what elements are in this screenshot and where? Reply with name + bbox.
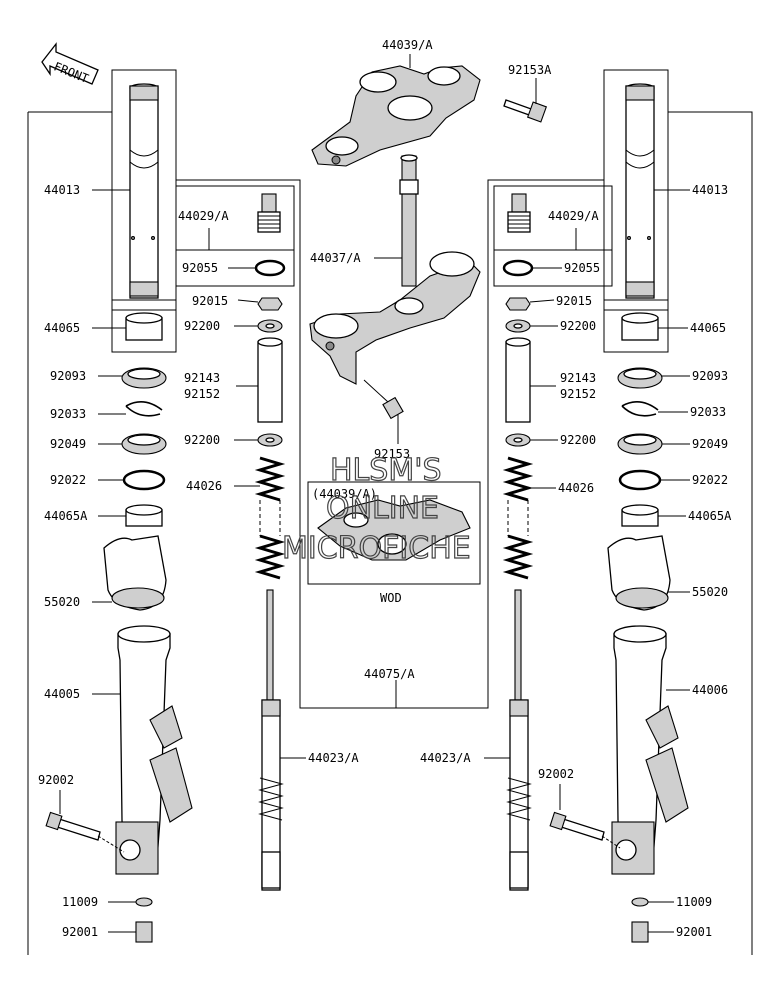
label-92093-left: 92093 bbox=[50, 369, 86, 383]
label-92055-right: 92055 bbox=[564, 261, 600, 275]
label-92002-left: 92002 bbox=[38, 773, 74, 787]
label-92093-right: 92093 bbox=[692, 369, 728, 383]
label-92200a-right: 92200 bbox=[560, 319, 596, 333]
bushing-44065a-left bbox=[125, 504, 163, 527]
label-92200b-left: 92200 bbox=[184, 433, 220, 447]
nut-92015-left bbox=[257, 297, 283, 311]
label-92001-left: 92001 bbox=[62, 925, 98, 939]
spacer-left bbox=[257, 337, 283, 423]
label-44075a: 44075/A bbox=[364, 667, 415, 681]
label-92143-right: 92143 bbox=[560, 371, 596, 385]
label-44065a-right: 44065A bbox=[688, 509, 732, 523]
label-44029a-left: 44029/A bbox=[178, 209, 229, 223]
label-44039a: 44039/A bbox=[382, 38, 433, 52]
bolt-92002-right bbox=[549, 811, 621, 849]
front-arrow-icon: FRONT bbox=[41, 42, 99, 86]
guard-55020-right bbox=[607, 535, 671, 611]
label-11009-left: 11009 bbox=[62, 895, 98, 909]
label-92200b-right: 92200 bbox=[560, 433, 596, 447]
label-92152-right: 92152 bbox=[560, 387, 596, 401]
label-92001-right: 92001 bbox=[676, 925, 712, 939]
clip-92033-right bbox=[621, 401, 659, 417]
label-44013-right: 44013 bbox=[692, 183, 728, 197]
spring-right bbox=[502, 456, 534, 580]
bolt-92153 bbox=[363, 379, 404, 420]
label-44006: 44006 bbox=[692, 683, 728, 697]
label-92022-right: 92022 bbox=[692, 473, 728, 487]
bolt-92001-right bbox=[631, 921, 649, 943]
label-92015-right: 92015 bbox=[556, 294, 592, 308]
watermark-line-3: MICROFICHE bbox=[282, 531, 471, 566]
watermark-line-2: ONLINE bbox=[326, 491, 439, 526]
spring-left bbox=[254, 456, 286, 580]
part-labels: 44039/A 92153A 44013 44013 44029/A 44029… bbox=[38, 38, 732, 939]
leader-lines bbox=[59, 54, 690, 933]
label-44065a-left: 44065A bbox=[44, 509, 88, 523]
label-92015-left: 92015 bbox=[192, 294, 228, 308]
nut-92015-right bbox=[505, 297, 531, 311]
watermark-line-1: HLSM'S bbox=[330, 453, 442, 488]
label-44065-left: 44065 bbox=[44, 321, 80, 335]
damper-right bbox=[506, 589, 532, 891]
label-92152-left: 92152 bbox=[184, 387, 220, 401]
label-44029a-right: 44029/A bbox=[548, 209, 599, 223]
bolt-92001-left bbox=[135, 921, 153, 943]
label-44065-right: 44065 bbox=[690, 321, 726, 335]
washer-11009-right bbox=[631, 897, 649, 907]
bushing-44065a-right bbox=[621, 504, 659, 527]
label-44023a-left: 44023/A bbox=[308, 751, 359, 765]
label-92143-left: 92143 bbox=[184, 371, 220, 385]
ring-92022-left bbox=[122, 469, 166, 491]
label-44026-left: 44026 bbox=[186, 479, 222, 493]
oil-seal-92093-right bbox=[617, 367, 663, 389]
label-92153a: 92153A bbox=[508, 63, 552, 77]
label-44026-right: 44026 bbox=[558, 481, 594, 495]
bolt-92153a bbox=[503, 99, 548, 123]
label-92049-right: 92049 bbox=[692, 437, 728, 451]
label-wod: WOD bbox=[380, 591, 402, 605]
cap-bolt-right bbox=[502, 193, 534, 277]
label-44039a-paren: (44039/A) bbox=[312, 487, 377, 501]
fork-tube-right bbox=[625, 83, 655, 299]
ring-92022-right bbox=[618, 469, 662, 491]
bushing-44065-left bbox=[125, 312, 163, 341]
fork-tube-left bbox=[129, 83, 159, 299]
outer-tube-44005 bbox=[115, 625, 193, 875]
label-44005: 44005 bbox=[44, 687, 80, 701]
washer-92049-right bbox=[617, 433, 663, 455]
bushing-44065-right bbox=[621, 312, 659, 341]
label-92002-right: 92002 bbox=[538, 767, 574, 781]
clip-92033-left bbox=[125, 401, 163, 417]
steering-stem bbox=[309, 154, 481, 385]
label-44023a-right: 44023/A bbox=[420, 751, 471, 765]
washer-92049-left bbox=[121, 433, 167, 455]
oil-seal-92093-left bbox=[121, 367, 167, 389]
label-92049-left: 92049 bbox=[50, 437, 86, 451]
label-92022-left: 92022 bbox=[50, 473, 86, 487]
label-55020-left: 55020 bbox=[44, 595, 80, 609]
label-92033-left: 92033 bbox=[50, 407, 86, 421]
upper-triple-clamp bbox=[311, 65, 481, 167]
label-92033-right: 92033 bbox=[690, 405, 726, 419]
label-92055-left: 92055 bbox=[182, 261, 218, 275]
guard-55020-left bbox=[103, 535, 167, 611]
callout-frames bbox=[27, 69, 753, 955]
cap-bolt-left bbox=[254, 193, 286, 277]
damper-left bbox=[258, 589, 284, 891]
label-92200a-left: 92200 bbox=[184, 319, 220, 333]
label-44013-left: 44013 bbox=[44, 183, 80, 197]
label-55020-right: 55020 bbox=[692, 585, 728, 599]
label-11009-right: 11009 bbox=[676, 895, 712, 909]
outer-tube-44006 bbox=[611, 625, 689, 875]
label-92153: 92153 bbox=[374, 447, 410, 461]
spacer-right bbox=[505, 337, 531, 423]
watermark: HLSM'S ONLINE MICROFICHE bbox=[281, 452, 471, 566]
washer-11009-left bbox=[135, 897, 153, 907]
bolt-92002-left bbox=[45, 811, 125, 853]
label-44037a: 44037/A bbox=[310, 251, 361, 265]
wod-clamp bbox=[317, 499, 471, 561]
